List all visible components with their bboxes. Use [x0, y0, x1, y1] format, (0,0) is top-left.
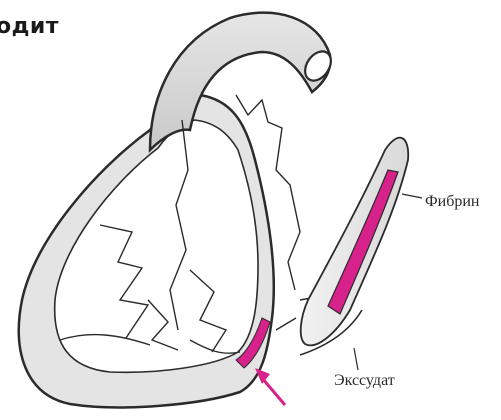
heart-outline: [19, 95, 274, 407]
magnified-layer-panel: [300, 138, 408, 355]
fibrin-label: Фибрин: [425, 193, 479, 211]
exudate-label: Экссудат: [334, 372, 395, 390]
exudate-leader-line: [354, 348, 358, 370]
arrow-up-left-icon: [255, 368, 285, 405]
fibrin-leader-line: [402, 194, 422, 198]
